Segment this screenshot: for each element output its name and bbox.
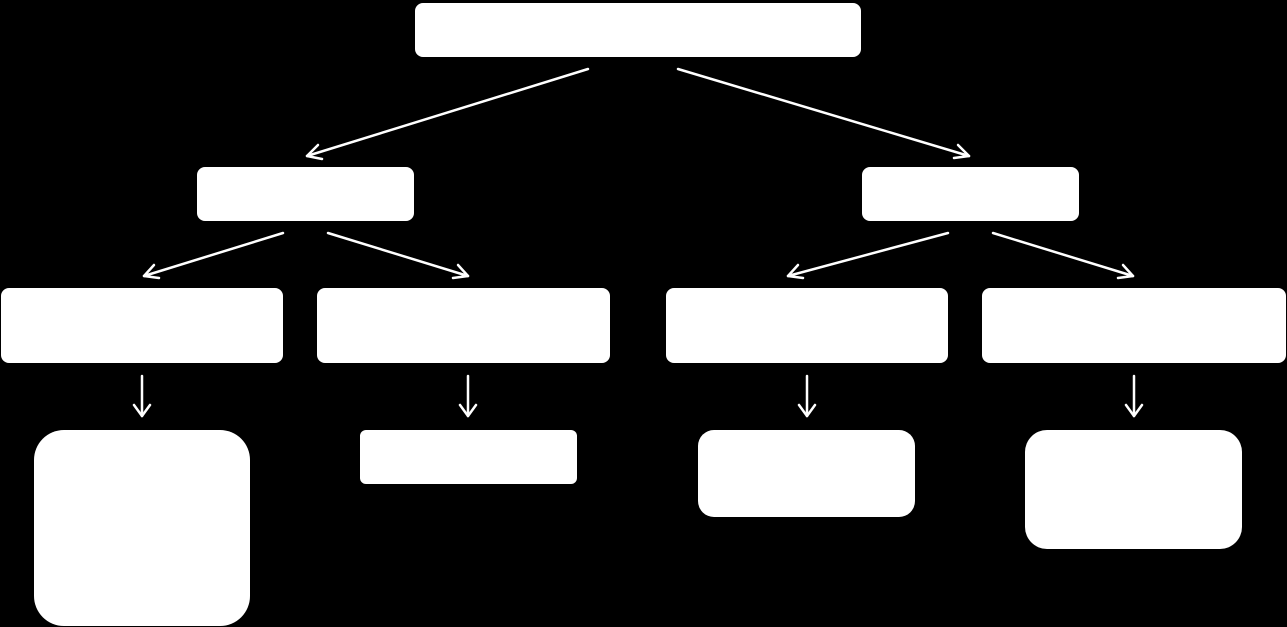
arrow-mid-2-to-leaf-2 — [458, 374, 478, 418]
arrow-branch-left-to-mid-2 — [326, 231, 470, 280]
arrow-branch-right-to-mid-4 — [991, 231, 1135, 280]
arrow-branch-left-to-mid-1 — [142, 231, 285, 280]
leaf-node-3 — [698, 430, 915, 517]
mid-node-1 — [1, 288, 283, 363]
mid-node-3 — [666, 288, 948, 363]
arrow-root-to-branch-right — [676, 67, 971, 160]
leaf-node-4 — [1025, 430, 1242, 549]
branch-right-node — [862, 167, 1079, 221]
arrow-mid-3-to-leaf-3 — [797, 374, 817, 418]
leaf-node-2 — [360, 430, 577, 484]
arrow-root-to-branch-left — [305, 67, 590, 161]
mid-node-4 — [982, 288, 1286, 363]
root-node — [415, 3, 861, 57]
leaf-node-1 — [34, 430, 250, 626]
arrow-mid-1-to-leaf-1 — [132, 374, 152, 418]
arrow-branch-right-to-mid-3 — [786, 231, 950, 280]
mid-node-2 — [317, 288, 610, 363]
branch-left-node — [197, 167, 414, 221]
arrow-mid-4-to-leaf-4 — [1124, 374, 1144, 418]
